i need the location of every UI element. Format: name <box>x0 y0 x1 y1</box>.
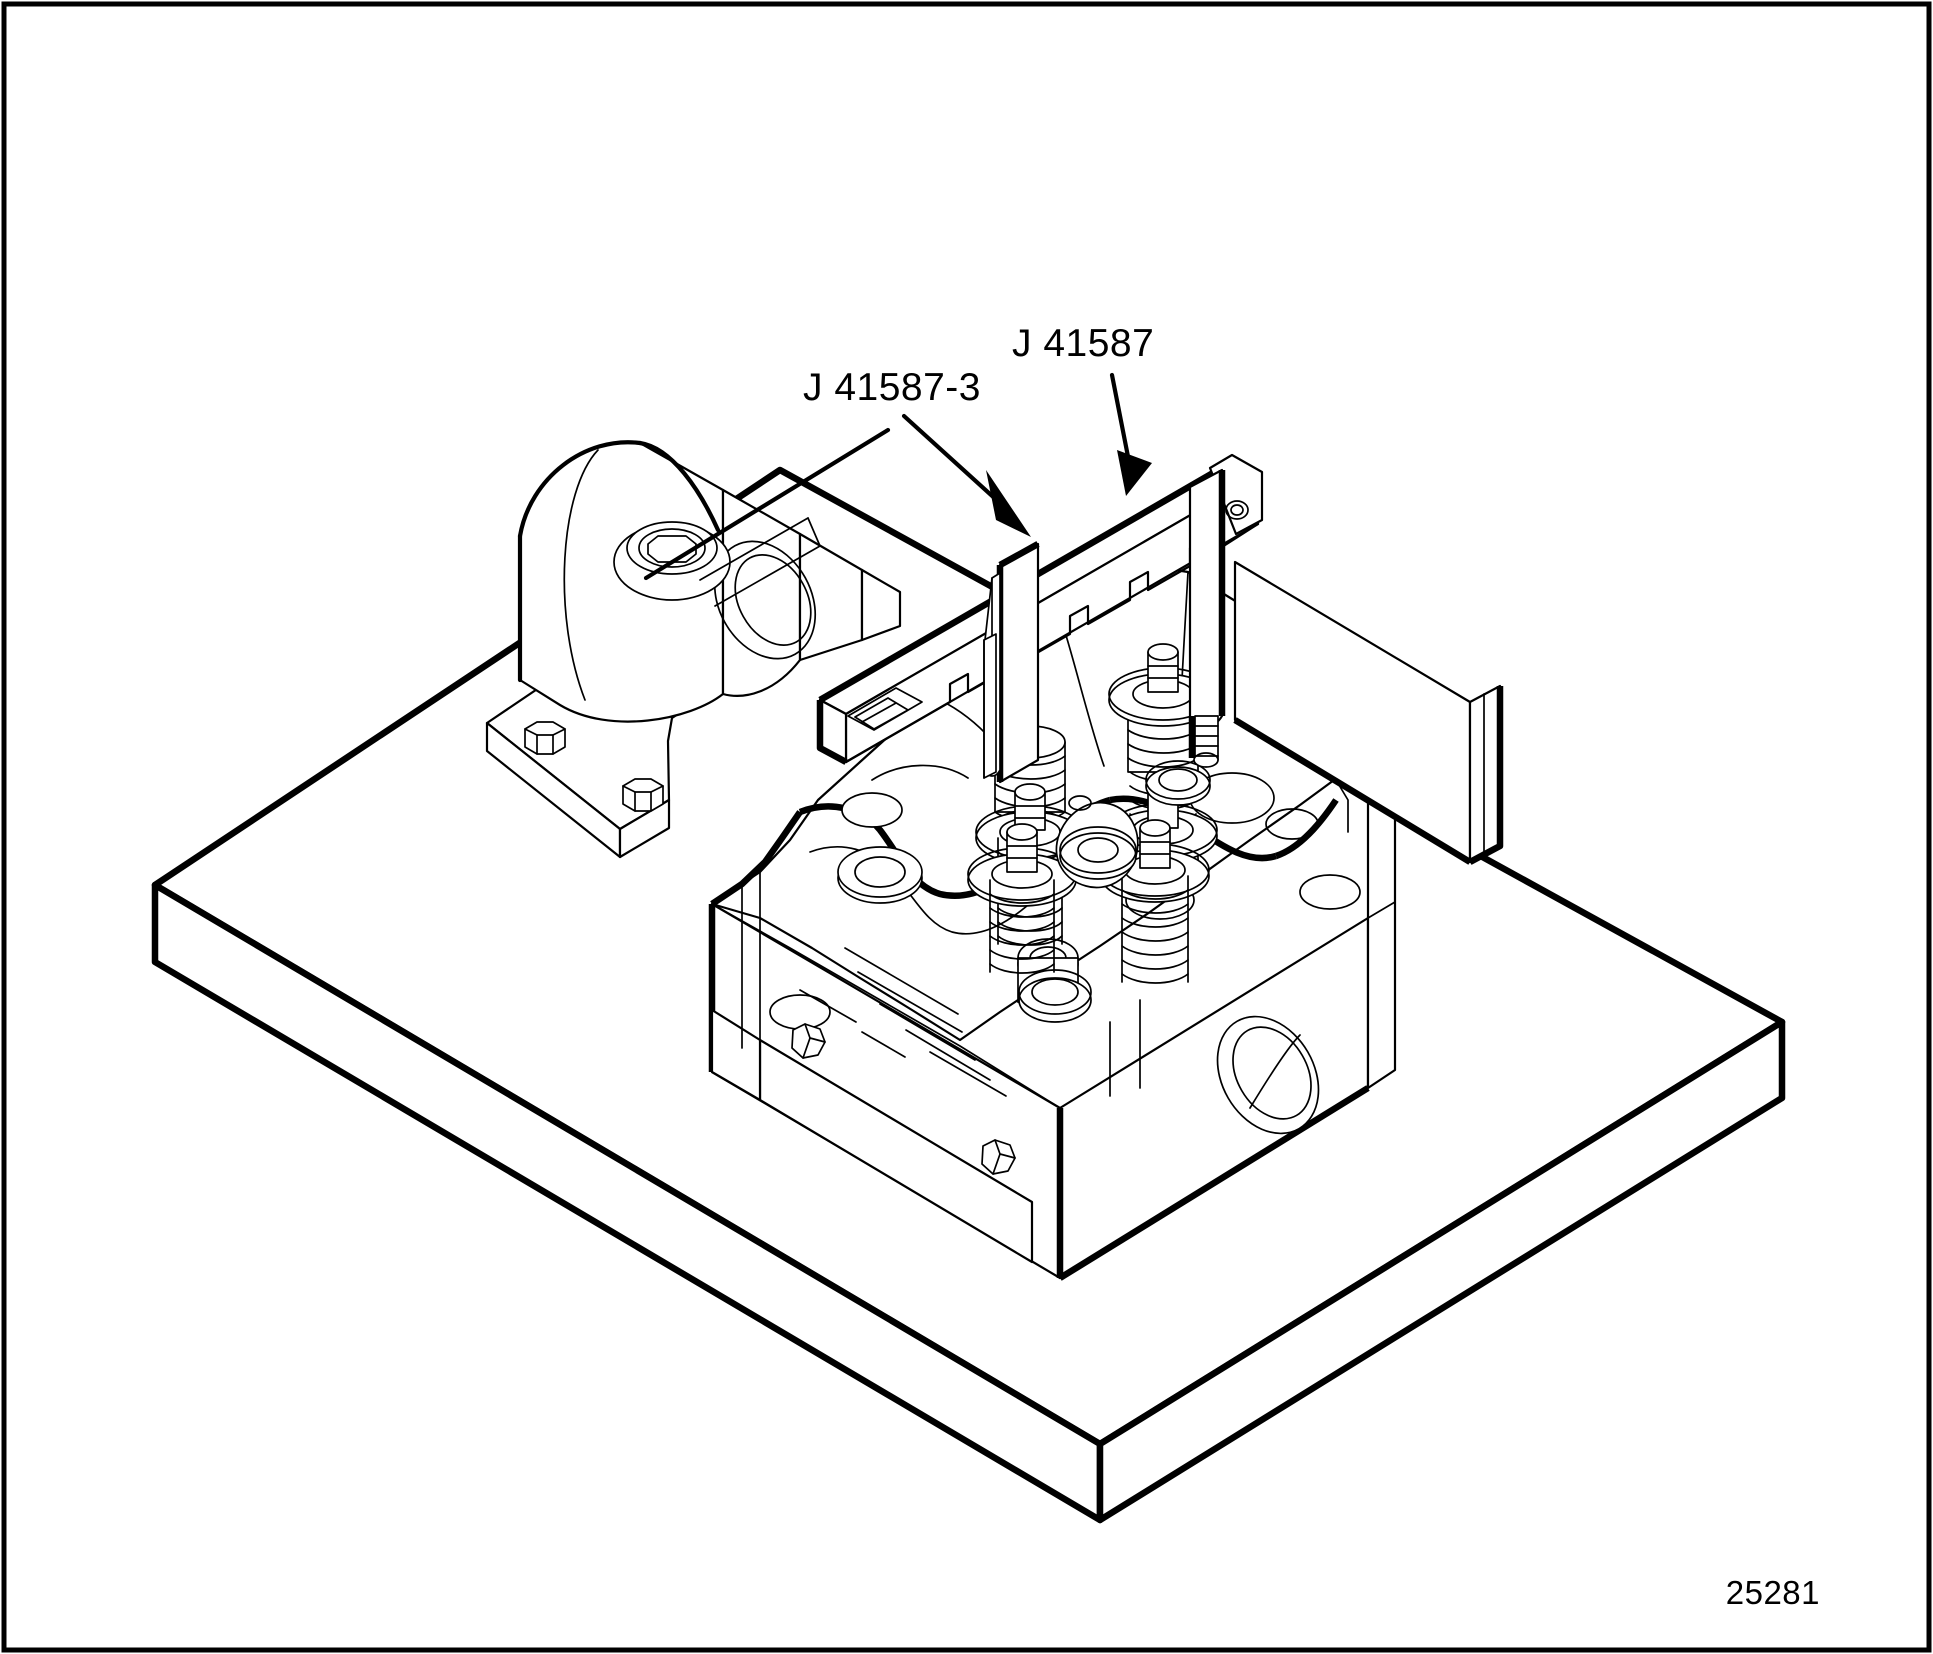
figure-number: 25281 <box>1726 1574 1820 1611</box>
callout-label-j41587-3: J 41587-3 <box>803 366 981 409</box>
head-hex-bolt <box>791 1023 826 1059</box>
valve-spring-compressor-adapter[interactable] <box>983 541 1040 784</box>
callout-leaders <box>643 372 1152 581</box>
head-bolt-hole <box>837 846 923 904</box>
valve-seat-ring-2 <box>1145 760 1211 806</box>
valve-seat-ring <box>1018 969 1092 1023</box>
mounting-bolt-rear <box>524 721 566 755</box>
bar-window <box>847 687 923 731</box>
arrowhead-j41587-3 <box>986 470 1031 537</box>
callout-label-j41587: J 41587 <box>1012 322 1154 365</box>
valve-spring-assembly-3 <box>967 823 1077 974</box>
injector-bore <box>1055 795 1139 889</box>
coolant-port <box>1216 1015 1320 1135</box>
compressor-post-right <box>1188 468 1226 768</box>
flange-hex-bolt <box>981 1139 1016 1175</box>
mounting-bolt-front <box>622 778 664 812</box>
arrowhead-j41587 <box>1117 450 1152 496</box>
